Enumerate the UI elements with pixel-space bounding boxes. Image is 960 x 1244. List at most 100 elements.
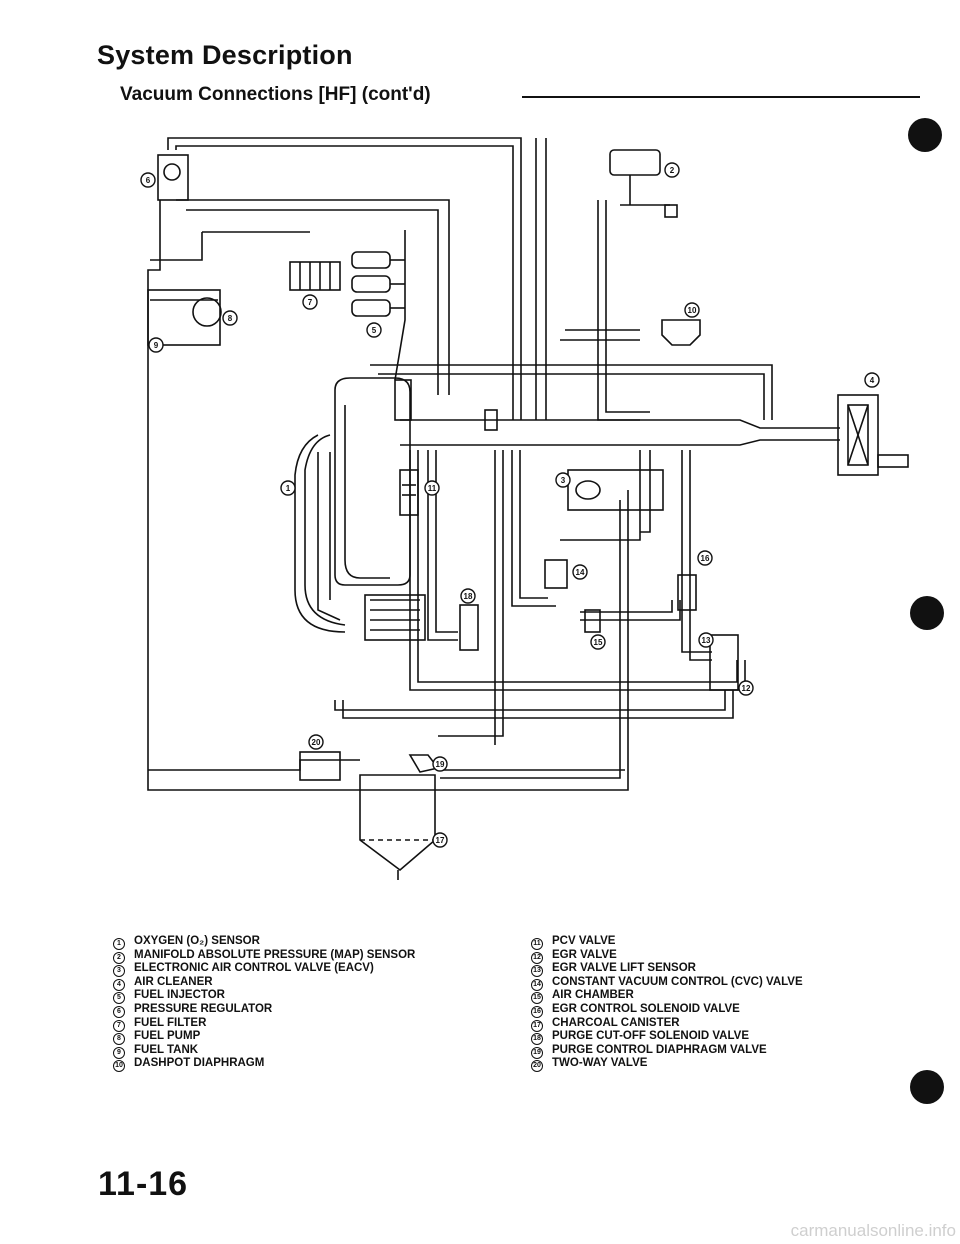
callout-number: 2 bbox=[113, 951, 125, 964]
callout-number: 16 bbox=[531, 1005, 543, 1018]
callout-number: 16 bbox=[701, 554, 710, 563]
legend-label: FUEL PUMP bbox=[134, 1030, 201, 1043]
callout-number: 20 bbox=[312, 738, 321, 747]
legend-item: 15 AIR CHAMBER bbox=[531, 989, 803, 1005]
callout-number: 7 bbox=[308, 298, 313, 307]
callout-number: 4 bbox=[113, 978, 125, 991]
callout-number: 17 bbox=[531, 1019, 543, 1032]
legend-label: MANIFOLD ABSOLUTE PRESSURE (MAP) SENSOR bbox=[134, 948, 416, 961]
legend-label: EGR VALVE bbox=[552, 948, 617, 961]
diagram-callout: 16 bbox=[697, 550, 713, 566]
callout-number: 5 bbox=[113, 992, 125, 1005]
callout-number: 14 bbox=[576, 568, 585, 577]
legend-item: 2 MANIFOLD ABSOLUTE PRESSURE (MAP) SENSOR bbox=[113, 948, 416, 964]
legend-item: 13 EGR VALVE LIFT SENSOR bbox=[531, 962, 803, 978]
legend-item: 1 OXYGEN (O₂) SENSOR bbox=[113, 935, 415, 950]
callout-number: 13 bbox=[531, 965, 543, 978]
diagram-callout: 1 bbox=[280, 480, 296, 496]
callout-number: 19 bbox=[436, 760, 445, 769]
legend-label: EGR VALVE LIFT SENSOR bbox=[552, 962, 696, 975]
diagram-callout: 3 bbox=[555, 472, 571, 488]
diagram-callout: 18 bbox=[460, 588, 476, 604]
callout-number: 3 bbox=[561, 476, 566, 485]
section-heading-row: Vacuum Connections [HF] (cont'd) bbox=[120, 84, 920, 114]
legend-label: AIR CHAMBER bbox=[552, 989, 634, 1002]
legend-label: DASHPOT DIAPHRAGM bbox=[134, 1057, 265, 1070]
callout-number: 11 bbox=[531, 938, 543, 950]
canister-part bbox=[299, 751, 440, 880]
legend-label: AIR CLEANER bbox=[134, 975, 213, 988]
callout-number: 19 bbox=[531, 1046, 543, 1059]
callout-number: 4 bbox=[870, 376, 875, 385]
fuel-injectors-part bbox=[351, 230, 406, 381]
diagram-callout: 4 bbox=[864, 372, 880, 388]
legend-label: ELECTRONIC AIR CONTROL VALVE (EACV) bbox=[134, 962, 374, 975]
legend-item: 11 PCV VALVE bbox=[531, 935, 803, 950]
callout-number: 3 bbox=[113, 965, 125, 978]
diagram-callout: 5 bbox=[366, 322, 382, 338]
callout-number: 8 bbox=[228, 314, 233, 323]
watermark: carmanualsonline.info bbox=[790, 1221, 956, 1240]
diagram-callout: 12 bbox=[738, 680, 754, 696]
callout-number: 1 bbox=[286, 484, 291, 493]
callout-number: 5 bbox=[372, 326, 377, 335]
engine-manifold bbox=[294, 377, 498, 641]
callout-number: 13 bbox=[702, 636, 711, 645]
legend-item: 16 EGR CONTROL SOLENOID VALVE bbox=[531, 1002, 803, 1018]
callout-number: 15 bbox=[531, 992, 543, 1005]
legend-item: 19 PURGE CONTROL DIAPHRAGM VALVE bbox=[531, 1043, 803, 1059]
callout-number: 17 bbox=[436, 836, 445, 845]
callout-number: 10 bbox=[113, 1060, 125, 1073]
intake-duct bbox=[400, 394, 909, 476]
legend-label: CONSTANT VACUUM CONTROL (CVC) VALVE bbox=[552, 975, 803, 988]
diagram-callout: 15 bbox=[590, 634, 606, 650]
callout-number: 12 bbox=[742, 684, 751, 693]
callout-number: 15 bbox=[594, 638, 603, 647]
legend-item: 12 EGR VALVE bbox=[531, 948, 803, 964]
legend-label: PCV VALVE bbox=[552, 935, 616, 947]
diagram-callout: 19 bbox=[432, 756, 448, 772]
legend-item: 14 CONSTANT VACUUM CONTROL (CVC) VALVE bbox=[531, 975, 803, 991]
diagram-callout: 6 bbox=[140, 172, 156, 188]
binder-hole-marker bbox=[910, 596, 944, 630]
callout-number: 11 bbox=[428, 484, 437, 493]
diagram-callout: 2 bbox=[664, 162, 680, 178]
legend-item: 4 AIR CLEANER bbox=[113, 975, 415, 991]
diagram-callout: 11 bbox=[424, 480, 440, 496]
fuel-tank-part bbox=[147, 289, 222, 346]
callout-number: 14 bbox=[531, 978, 543, 991]
legend-label: PURGE CUT-OFF SOLENOID VALVE bbox=[552, 1030, 749, 1043]
legend-label: TWO-WAY VALVE bbox=[552, 1057, 648, 1070]
binder-hole-marker bbox=[910, 1070, 944, 1104]
legend-label: OXYGEN (O₂) SENSOR bbox=[134, 935, 260, 947]
diagram-callout: 8 bbox=[222, 310, 238, 326]
callout-number: 6 bbox=[146, 176, 151, 185]
callout-number: 1 bbox=[113, 938, 125, 950]
callout-number: 10 bbox=[688, 306, 697, 315]
legend-left: 1 OXYGEN (O₂) SENSOR 2 MANIFOLD ABSOLUTE P… bbox=[113, 935, 416, 1073]
diagram-callout: 13 bbox=[698, 632, 714, 648]
callout-number: 9 bbox=[154, 341, 159, 350]
legend-item: 10 DASHPOT DIAPHRAGM bbox=[113, 1057, 415, 1073]
callout-number: 9 bbox=[113, 1046, 125, 1059]
legend-label: EGR CONTROL SOLENOID VALVE bbox=[552, 1002, 740, 1015]
legend-label: FUEL TANK bbox=[134, 1043, 199, 1056]
legend-label: PURGE CONTROL DIAPHRAGM VALVE bbox=[552, 1043, 767, 1056]
legend-label: PRESSURE REGULATOR bbox=[134, 1002, 273, 1015]
vacuum-hoses bbox=[147, 137, 773, 791]
legend-item: 9 FUEL TANK bbox=[113, 1043, 415, 1059]
diagram-callout: 9 bbox=[148, 337, 164, 353]
callout-number: 12 bbox=[531, 951, 543, 964]
dashpot-part bbox=[661, 319, 701, 346]
diagram-callout: 14 bbox=[572, 564, 588, 580]
diagram-callout: 20 bbox=[308, 734, 324, 750]
